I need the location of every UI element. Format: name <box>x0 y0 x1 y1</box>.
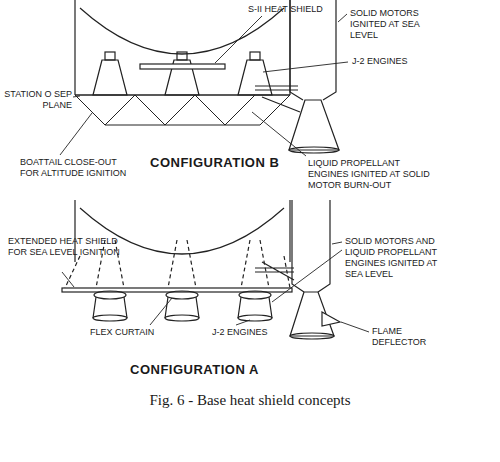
callout-label: SOLID MOTORS IGNITED AT SEA LEVEL <box>350 8 428 41</box>
callout-label: S-II HEAT SHIELD <box>248 4 348 15</box>
callout-label: J-2 ENGINES <box>212 327 292 338</box>
callout-label: EXTENDED HEAT SHIELD FOR SEA LEVEL IGNIT… <box>8 236 132 258</box>
figure-caption: Fig. 6 - Base heat shield concepts <box>0 392 500 409</box>
callout-label: STATION O SEP PLANE <box>4 89 72 111</box>
callout-label: SOLID MOTORS AND LIQUID PROPELLANT ENGIN… <box>345 236 455 280</box>
callout-label: J-2 ENGINES <box>352 56 452 67</box>
callout-label: LIQUID PROPELLANT ENGINES IGNITED AT SOL… <box>308 158 430 191</box>
callout-label: BOATTAIL CLOSE-OUT FOR ALTITUDE IGNITION <box>20 157 128 179</box>
callout-label: FLAME DEFLECTOR <box>372 326 452 348</box>
callout-label: FLEX CURTAIN <box>90 327 180 338</box>
configuration-title: CONFIGURATION A <box>130 362 259 377</box>
configuration-title: CONFIGURATION B <box>150 155 279 170</box>
